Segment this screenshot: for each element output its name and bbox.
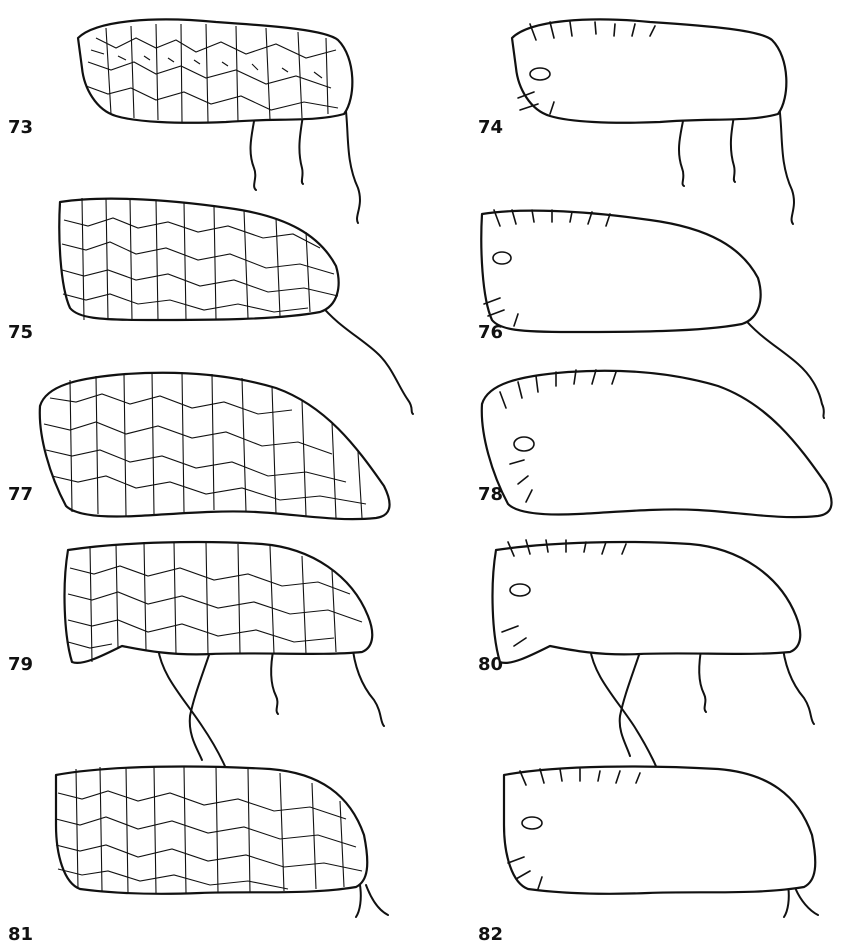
body-outline-73: [78, 19, 360, 223]
figure-label-73: 73: [8, 117, 33, 138]
body-outline-77: [40, 372, 390, 519]
figure-label-81: 81: [8, 924, 33, 942]
figure-74: 74: [478, 19, 794, 224]
figure-label-82: 82: [478, 924, 503, 942]
figure-label-79: 79: [8, 654, 33, 675]
body-outline-78: [482, 370, 832, 517]
body-outline-74: [512, 19, 794, 224]
figure-label-77: 77: [8, 484, 33, 505]
figure-73: 73: [8, 19, 360, 223]
figure-81: 81: [8, 767, 388, 942]
body-outline-82: [504, 767, 818, 917]
body-outline-81: [56, 767, 388, 917]
figure-78: 78: [478, 370, 832, 517]
figure-82: 82: [478, 767, 818, 942]
figure-77: 77: [8, 372, 390, 519]
figure-label-74: 74: [478, 117, 503, 138]
figure-label-75: 75: [8, 322, 33, 343]
